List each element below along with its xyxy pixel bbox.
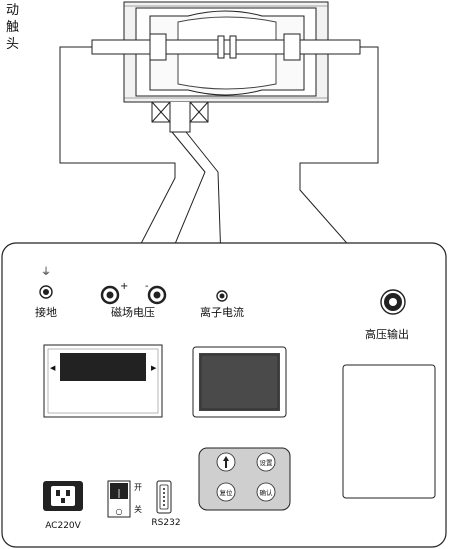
conductor-rod [91,39,361,55]
power-input-label: AC220V [45,521,81,531]
field-negative-sign: - [145,281,149,292]
arrow-up-icon [223,456,229,468]
confirm-key-label: 确认 [260,488,274,497]
moving-contact-label-3: 头 [6,37,19,52]
wire-ground-side [59,46,176,291]
contact-right [229,35,237,59]
fixed-contact-end [149,33,167,61]
switch-on-mark: | [117,489,120,499]
set-key-label: 设置 [260,458,274,467]
ground-symbol: ⏚ [41,266,51,278]
high-voltage-label: 高压输出 [365,327,409,341]
printer-window [192,346,287,418]
ion-current-terminal[interactable] [216,290,228,302]
field-voltage-label: 磁场电压 [111,305,155,319]
rs232-label: RS232 [151,518,180,528]
rs232-port[interactable] [156,480,172,514]
confirm-key[interactable]: 确认 [256,482,276,502]
moving-contact-end [283,33,301,61]
moving-contact-label-2: 触 [6,20,19,35]
lcd-screen [60,353,146,381]
blank-panel-area [342,364,436,499]
lcd-display: ◀ ▶ [43,344,163,418]
field-positive-terminal[interactable] [100,285,120,305]
up-key[interactable] [216,452,236,472]
high-voltage-terminal[interactable] [380,289,406,315]
power-socket[interactable] [43,481,83,511]
power-switch[interactable]: | ○ [107,480,131,518]
lead-out-connector [169,102,191,133]
switch-off-mark: ○ [116,507,123,516]
ion-current-label: 离子电流 [200,305,244,319]
keypad [198,447,291,511]
lcd-right-arrow: ▶ [151,364,157,372]
ground-terminal[interactable]: ⏚ [39,266,53,299]
vacuum-interrupter [91,1,361,133]
switch-off-label: 关 [134,504,142,514]
contact-left [217,35,225,59]
set-key[interactable]: 设置 [256,452,276,472]
lcd-left-arrow: ◀ [50,364,56,372]
insulator-fins [124,5,328,99]
wire-high-voltage [299,46,391,293]
moving-contact-label-1: 动 [6,3,19,18]
ground-label: 接地 [35,306,57,319]
reset-key-label: 复位 [220,488,234,497]
field-positive-sign: + [120,281,128,292]
field-negative-terminal[interactable] [147,285,167,305]
switch-on-label: 开 [134,483,142,492]
reset-key[interactable]: 复位 [216,482,236,502]
